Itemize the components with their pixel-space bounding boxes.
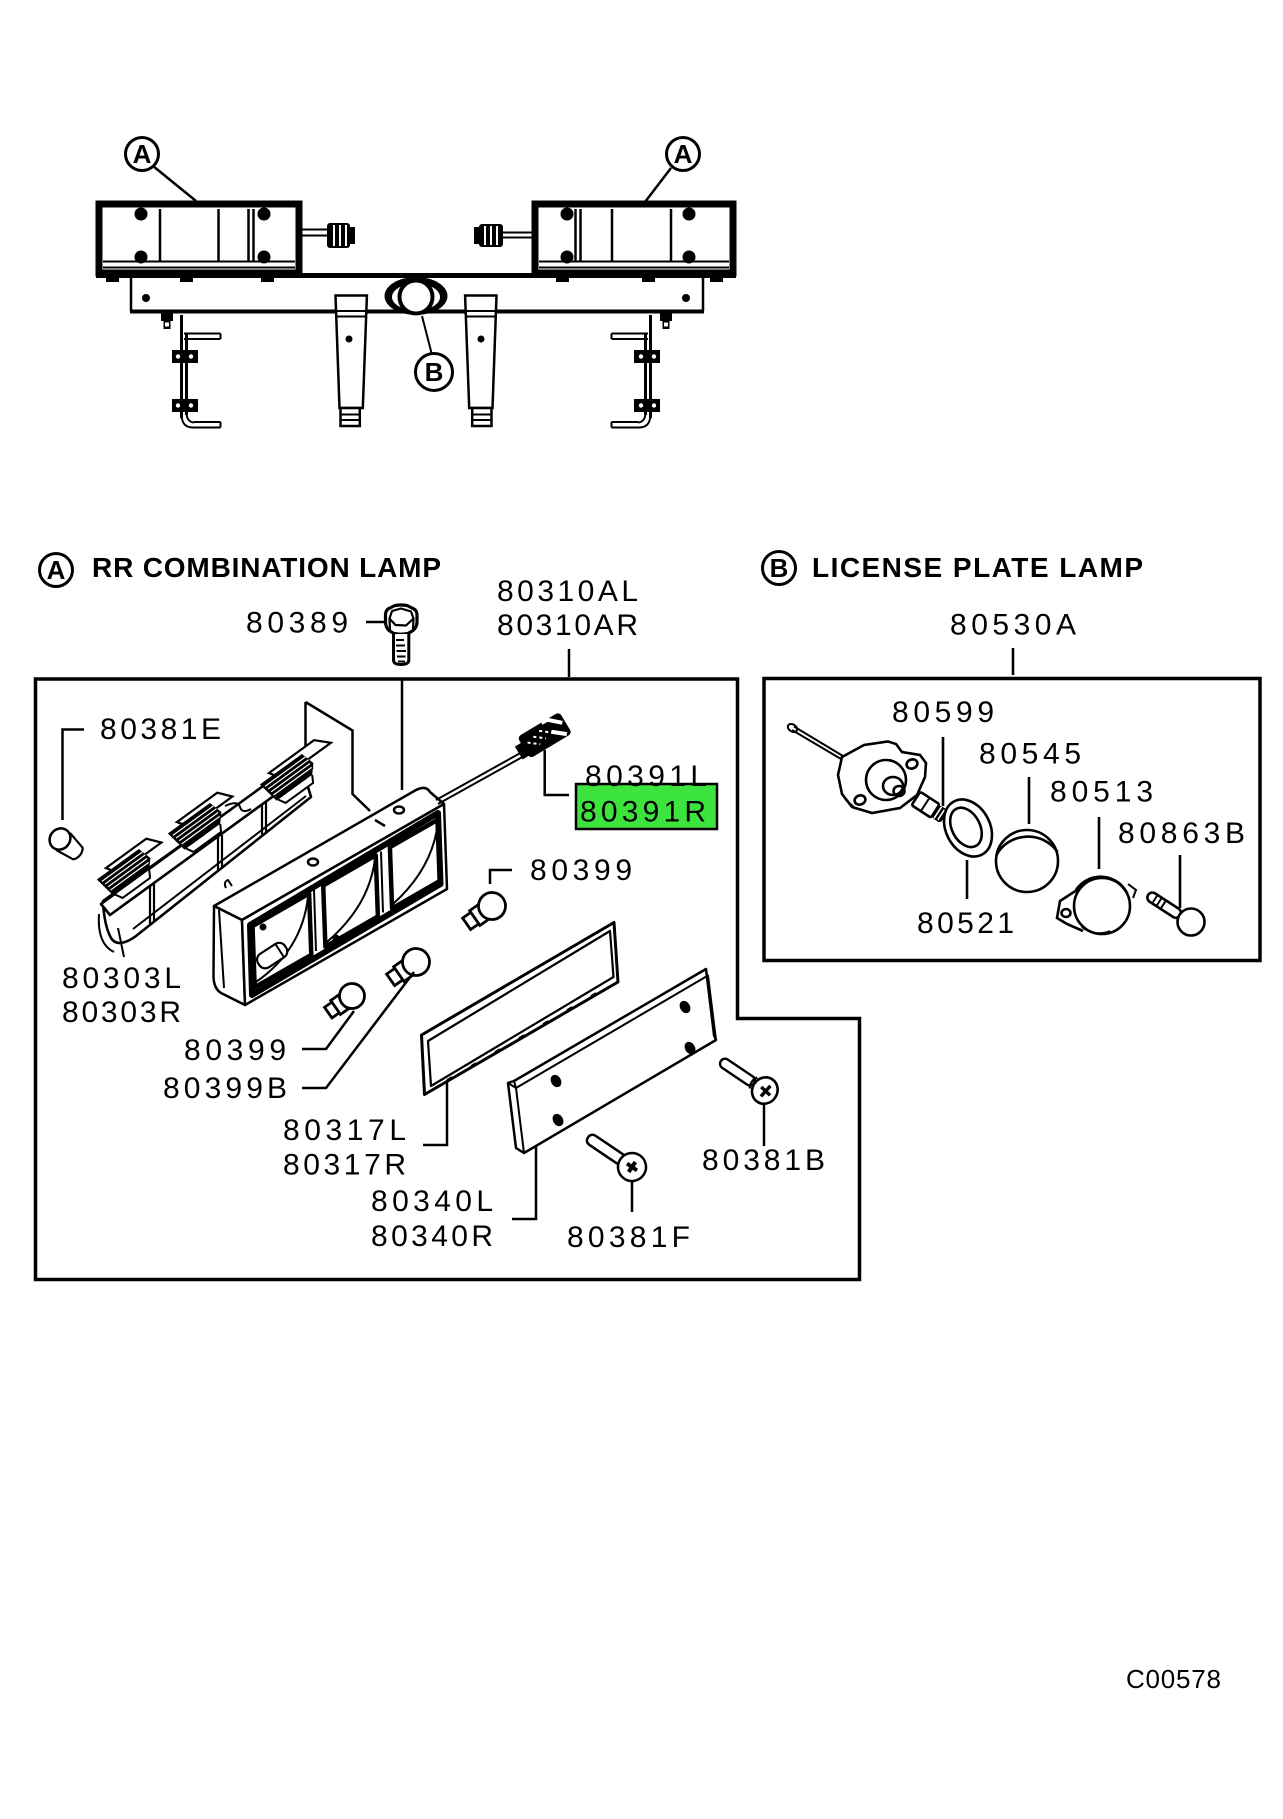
svg-text:80389: 80389 bbox=[246, 607, 348, 640]
svg-text:80521: 80521 bbox=[917, 907, 1014, 940]
svg-text:80399: 80399 bbox=[530, 854, 632, 887]
svg-text:80399: 80399 bbox=[184, 1034, 286, 1067]
svg-text:80310AR: 80310AR bbox=[497, 609, 638, 642]
svg-text:80340R: 80340R bbox=[371, 1220, 493, 1253]
svg-text:80381B: 80381B bbox=[702, 1144, 825, 1177]
svg-text:80340L: 80340L bbox=[371, 1185, 493, 1218]
svg-text:80303L: 80303L bbox=[62, 962, 181, 995]
svg-text:80381F: 80381F bbox=[567, 1221, 690, 1254]
svg-text:80530A: 80530A bbox=[950, 609, 1076, 642]
svg-text:80399B: 80399B bbox=[163, 1072, 287, 1105]
svg-text:80317L: 80317L bbox=[283, 1114, 406, 1147]
svg-text:80310AL: 80310AL bbox=[497, 575, 638, 608]
svg-text:80513: 80513 bbox=[1050, 776, 1153, 809]
svg-text:RR COMBINATION LAMP: RR COMBINATION LAMP bbox=[92, 552, 442, 583]
svg-text:A: A bbox=[674, 139, 693, 169]
svg-text:A: A bbox=[47, 555, 66, 585]
svg-text:C00578: C00578 bbox=[1126, 1664, 1221, 1694]
svg-text:B: B bbox=[425, 357, 444, 387]
svg-text:B: B bbox=[770, 553, 789, 583]
svg-text:LICENSE PLATE LAMP: LICENSE PLATE LAMP bbox=[812, 552, 1144, 583]
svg-text:80863B: 80863B bbox=[1118, 817, 1245, 850]
svg-text:80599: 80599 bbox=[892, 696, 994, 729]
svg-text:80303R: 80303R bbox=[62, 996, 181, 1029]
svg-text:80545: 80545 bbox=[979, 738, 1081, 771]
svg-text:80381E: 80381E bbox=[100, 713, 221, 746]
svg-text:A: A bbox=[133, 139, 152, 169]
svg-text:80317R: 80317R bbox=[283, 1149, 406, 1182]
svg-text:80391R: 80391R bbox=[580, 796, 706, 829]
